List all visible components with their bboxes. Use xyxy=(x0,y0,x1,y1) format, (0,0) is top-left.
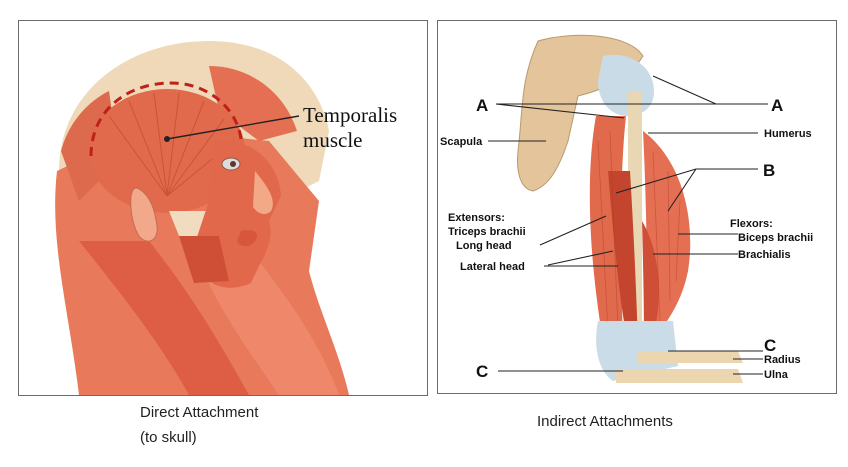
temporalis-muscle-shape xyxy=(89,89,245,213)
arm-muscle-illustration: A A B C C Scapula Humerus Extensors: Tri… xyxy=(440,34,813,383)
brachialis-muscle xyxy=(642,221,659,341)
ulna-bone xyxy=(616,369,743,383)
temporalis-leader-dot xyxy=(164,136,170,142)
neck-muscle-band xyxy=(199,261,339,395)
ear xyxy=(130,187,158,242)
label-ulna: Ulna xyxy=(764,369,789,381)
label-biceps-brachii: Biceps brachii xyxy=(738,232,813,244)
temporalis-label-line2: muscle xyxy=(303,128,362,152)
frontalis-muscle xyxy=(209,66,297,141)
shoulder-tendons xyxy=(598,54,654,116)
leader-lines xyxy=(488,75,768,375)
neck-muscle-band xyxy=(79,241,249,395)
direct-attachment-panel: Temporalis muscle xyxy=(18,20,428,396)
elbow-tendons xyxy=(596,321,678,381)
indirect-attachments-panel: A A B C C Scapula Humerus Extensors: Tri… xyxy=(437,20,837,394)
temporalis-leader-line xyxy=(166,115,300,140)
triceps-lateral-head-muscle xyxy=(608,171,638,346)
label-lateral-head: Lateral head xyxy=(460,261,525,273)
label-a-right: A xyxy=(771,96,783,115)
temporalis-dashed-outline xyxy=(89,81,243,157)
label-long-head: Long head xyxy=(456,240,512,252)
nose xyxy=(253,171,273,214)
direct-attachment-caption-line1: Direct Attachment xyxy=(140,404,259,421)
temporalis-label-line1: Temporalis xyxy=(303,103,397,127)
label-b: B xyxy=(763,161,775,180)
temporalis-fibers xyxy=(108,92,235,197)
head-muscle-illustration: Temporalis muscle xyxy=(55,41,397,395)
muscle-striations xyxy=(597,130,681,332)
label-c-right: C xyxy=(764,336,776,355)
label-flexors: Flexors: xyxy=(730,218,773,230)
pupil xyxy=(230,161,236,167)
indirect-attachments-caption: Indirect Attachments xyxy=(537,413,673,430)
label-scapula: Scapula xyxy=(440,136,483,148)
label-c-left: C xyxy=(476,362,488,381)
label-brachialis: Brachialis xyxy=(738,249,791,261)
masseter-muscle xyxy=(179,236,229,283)
label-extensors: Extensors: xyxy=(448,212,505,224)
radius-bone xyxy=(638,351,743,363)
lips xyxy=(237,230,258,247)
direct-attachment-caption-line2: (to skull) xyxy=(140,429,197,446)
label-a-left: A xyxy=(476,96,488,115)
label-humerus: Humerus xyxy=(764,128,812,140)
label-triceps-brachii: Triceps brachii xyxy=(448,226,526,238)
label-radius: Radius xyxy=(764,354,801,366)
